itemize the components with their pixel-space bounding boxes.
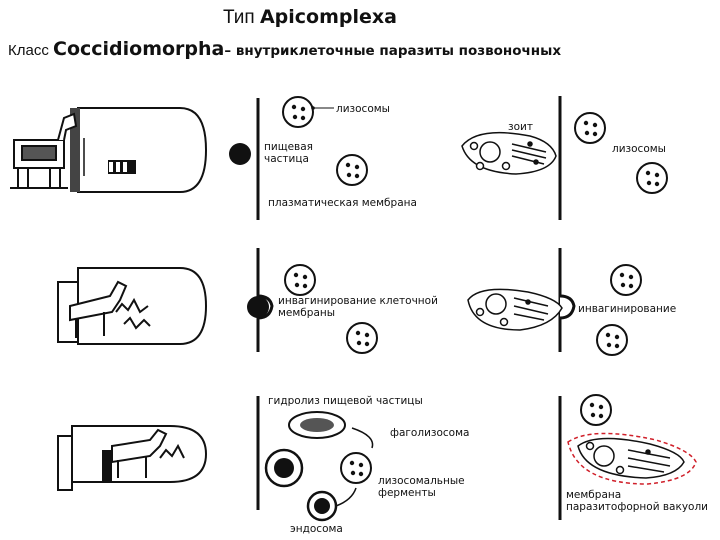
lysosome <box>574 112 606 144</box>
phagolysosome <box>288 411 346 439</box>
subtitle-prefix: Класс <box>8 42 53 59</box>
zoite-in-vacuole <box>567 432 697 485</box>
label-invagination-cell-2: мембраны <box>278 307 335 319</box>
lysosome <box>284 264 316 296</box>
lysosome <box>610 264 642 296</box>
label-invagination-cell-1: инвагинирование клеточной <box>278 295 438 307</box>
label-zoite: зоит <box>508 121 533 133</box>
zoite-cell <box>461 131 557 175</box>
cycle-arrow <box>335 487 357 507</box>
subtitle-class-name: Coccidiomorpha <box>53 38 225 60</box>
trojan-horse-icon <box>10 112 78 189</box>
lysosome <box>282 96 314 128</box>
label-food-particle-2: частица <box>264 153 309 165</box>
label-hydrolysis: гидролиз пищевой частицы <box>268 395 423 407</box>
title-name: Apicomplexa <box>259 6 397 28</box>
lysosome <box>340 452 372 484</box>
label-lysosomes-right: лизосомы <box>612 143 666 155</box>
endosome <box>306 490 338 522</box>
label-lysosomal-enzymes-1: лизосомальные <box>378 475 465 487</box>
label-food-particle-1: пищевая <box>264 141 313 153</box>
zoite-cell <box>467 288 563 331</box>
lysosome <box>596 324 628 356</box>
cycle-arrow <box>351 427 374 449</box>
label-lysosomal-enzymes-2: ферменты <box>378 487 436 499</box>
label-lysosomes: лизосомы <box>336 103 390 115</box>
slide-subtitle: Класс Coccidiomorpha– внутриклеточные па… <box>8 38 561 60</box>
label-pv-membrane-2: паразитофорной вакуоли <box>566 501 708 513</box>
lysosome <box>580 394 612 426</box>
slide-title: Тип Apicomplexa <box>0 6 620 29</box>
food-particle <box>229 143 251 165</box>
lysosome <box>346 322 378 354</box>
label-endosome: эндосома <box>290 523 343 535</box>
label-phagolysosome: фаголизосома <box>390 427 469 439</box>
label-invagination-right: инвагинирование <box>578 303 676 315</box>
food-particle-invaginating <box>247 296 269 318</box>
trojan-horse-icon <box>69 280 151 338</box>
trojan-container-1 <box>70 107 208 193</box>
subtitle-description: – внутриклеточные паразиты позвоночных <box>224 43 562 59</box>
label-pv-membrane-1: мембрана <box>566 489 621 501</box>
trojan-container-2 <box>57 267 208 345</box>
title-prefix: Тип <box>223 7 260 28</box>
trojan-horse-icon <box>111 428 185 478</box>
endocytosis-diagram: лизосомы пищевая частица плазматическая … <box>10 96 708 535</box>
lysosome-with-particle <box>264 448 304 488</box>
lysosome <box>636 162 668 194</box>
lysosome <box>336 154 368 186</box>
label-plasma-membrane: плазматическая мембрана <box>268 197 417 209</box>
